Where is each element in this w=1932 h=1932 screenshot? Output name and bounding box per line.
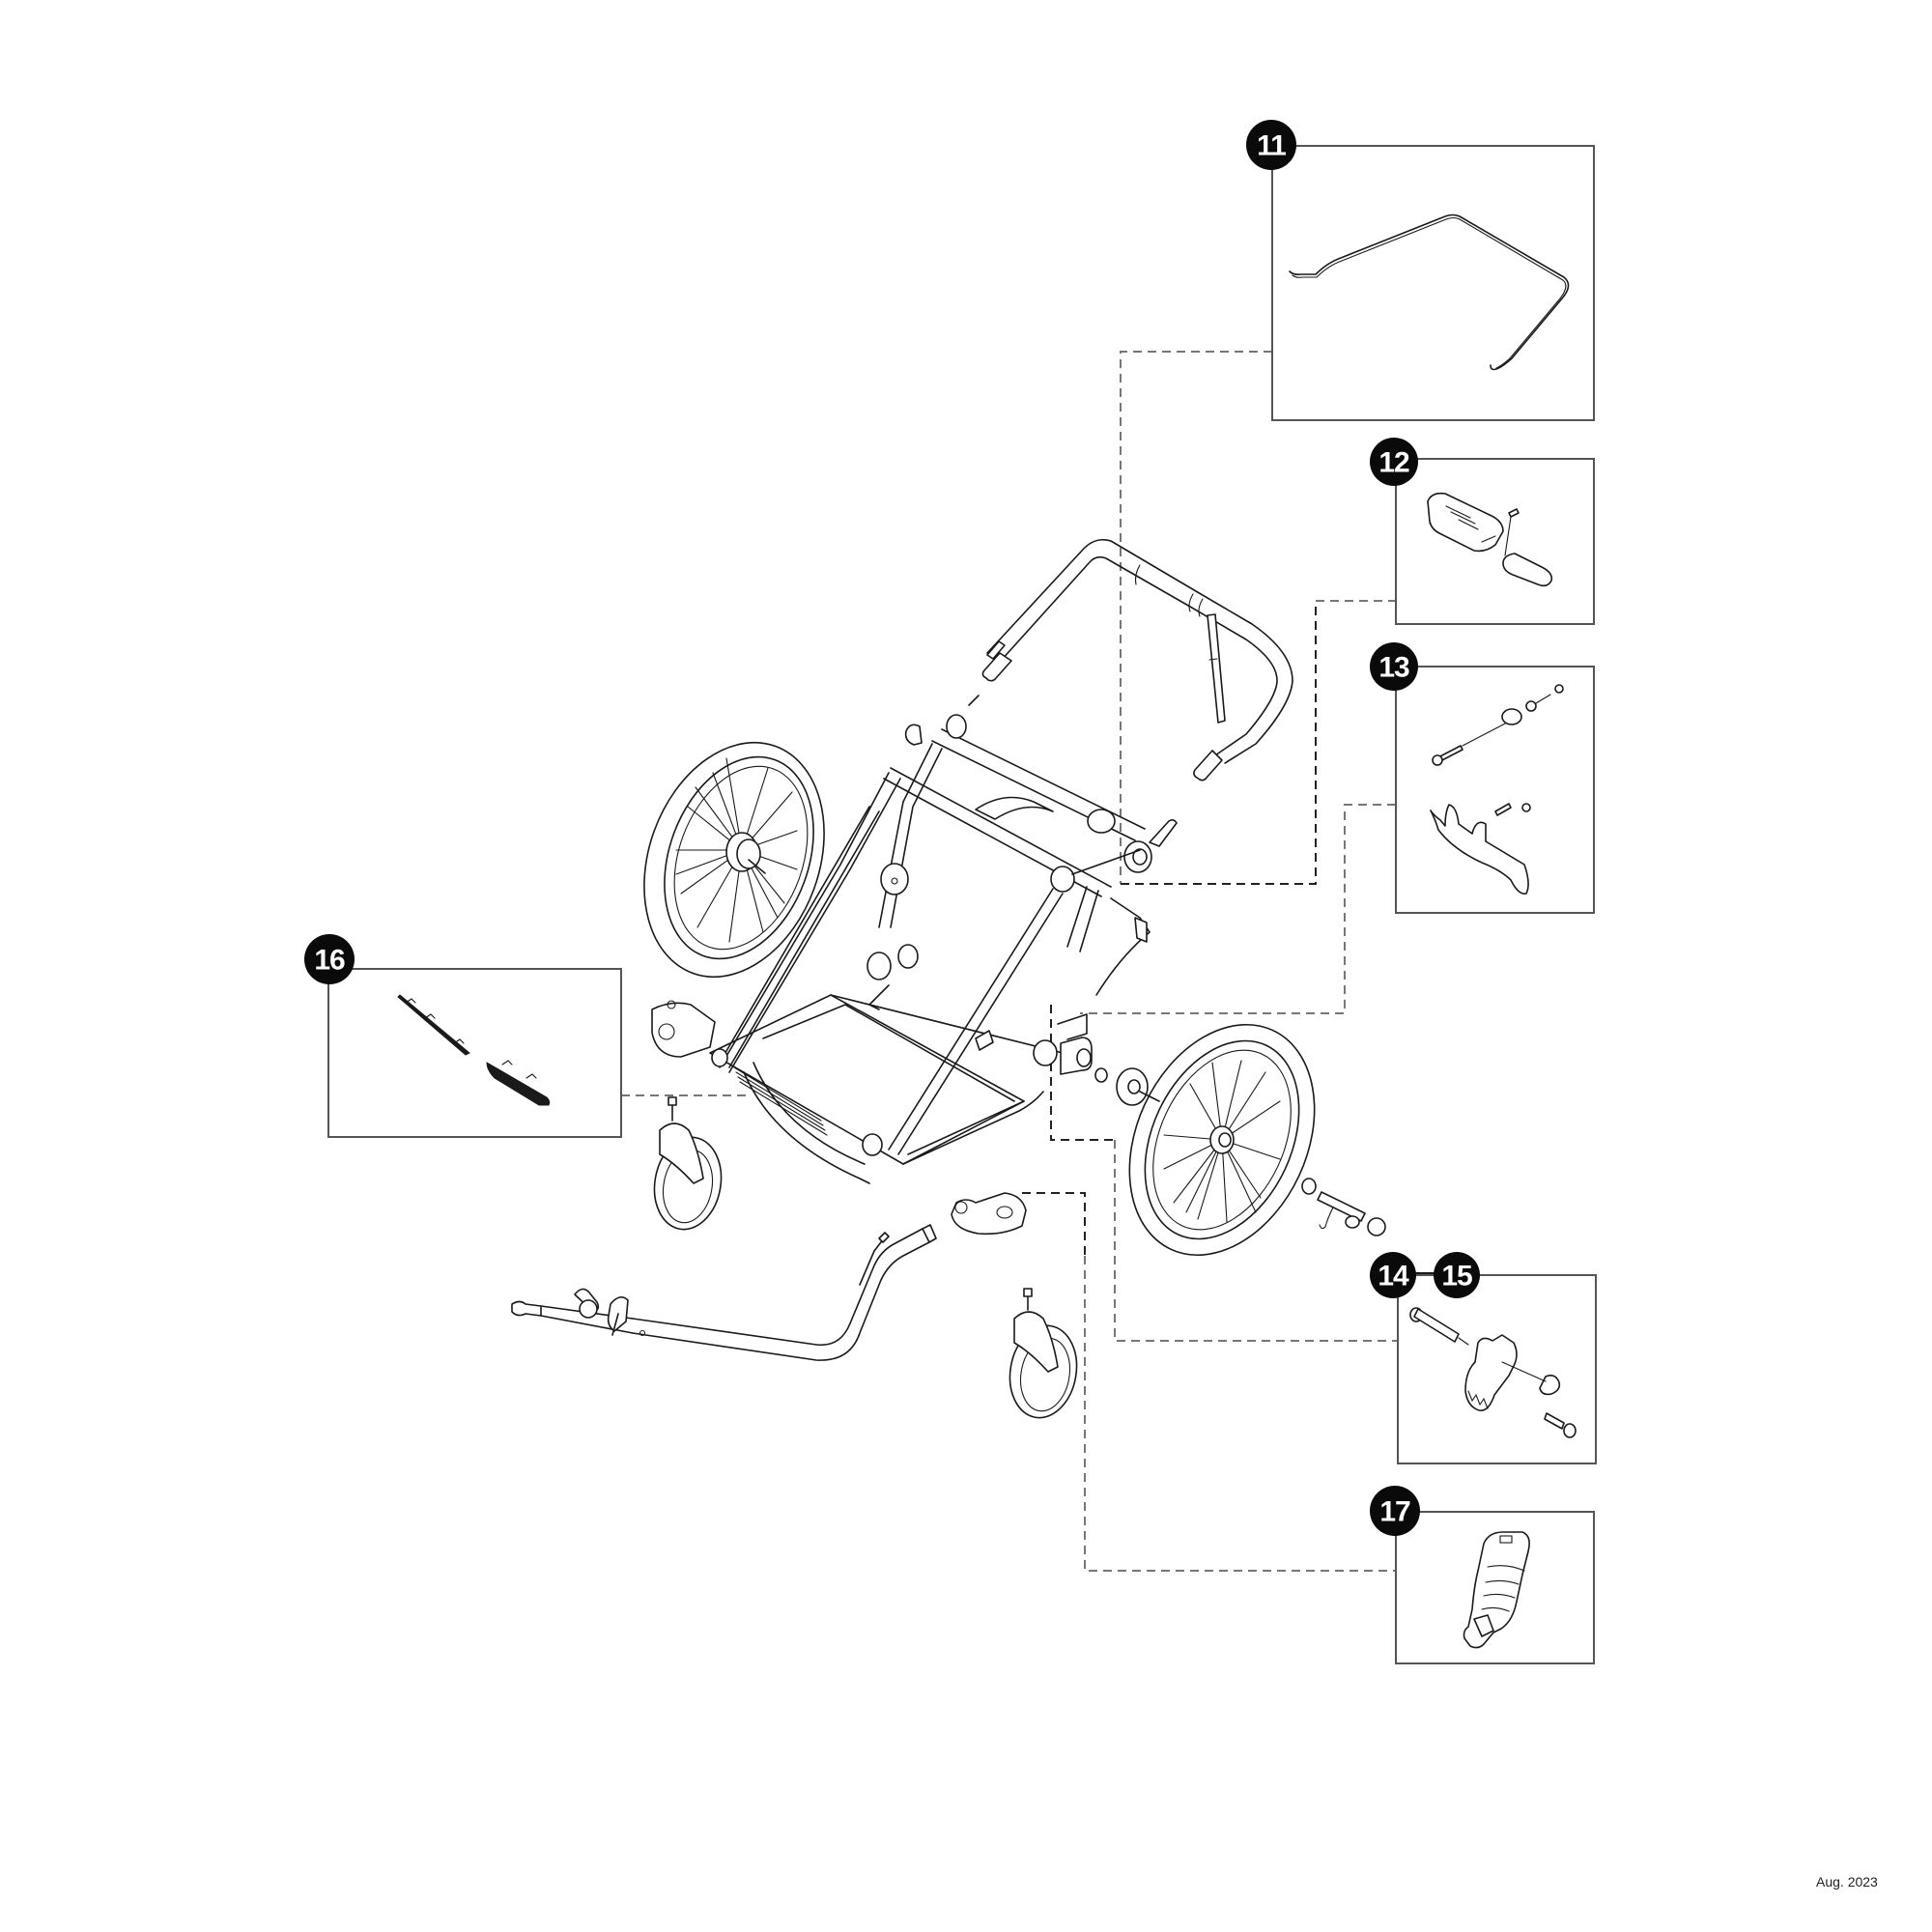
rear-wheel-right <box>1128 1023 1316 1257</box>
badge-13 <box>1370 642 1418 691</box>
badge-11-label: 11 <box>1257 130 1286 162</box>
badge-15-label: 15 <box>1441 1261 1472 1293</box>
quick-release-axle <box>1301 1178 1386 1236</box>
handlebar <box>981 538 1293 781</box>
basket-grille <box>733 1066 828 1136</box>
wire-frame-part <box>1289 213 1570 371</box>
leader-11-lower <box>1121 601 1317 885</box>
side-tubes <box>719 806 1064 1155</box>
caster-wheel-left <box>653 1096 723 1231</box>
callout-box-13 <box>1395 666 1595 914</box>
hitch-clamp-part <box>1409 1307 1577 1438</box>
upper-frame <box>719 695 1178 1073</box>
badge-17-label: 17 <box>1379 1496 1410 1528</box>
leader-13 <box>1080 804 1396 1014</box>
badge-12 <box>1370 438 1418 486</box>
leader-17-upper <box>1022 1192 1086 1256</box>
callout-11: 11 <box>1246 120 1595 421</box>
badge-13-label: 13 <box>1378 652 1409 684</box>
stroller-frame-assembly <box>511 538 1386 1419</box>
brake-block <box>951 1192 1027 1236</box>
leader-17 <box>1084 1256 1396 1572</box>
badge-14-label: 14 <box>1378 1261 1409 1293</box>
badge-14 <box>1370 1252 1416 1298</box>
callout-14-15: 14 15 <box>1370 1252 1597 1464</box>
callout-12: 12 <box>1370 438 1595 625</box>
badge-11 <box>1246 120 1296 170</box>
callout-13: 13 <box>1370 642 1595 914</box>
badge-17 <box>1370 1486 1420 1536</box>
badge-12-label: 12 <box>1378 447 1409 479</box>
rear-axle-parts <box>1060 1037 1160 1106</box>
strap-buckle-part <box>1427 492 1553 587</box>
callout-box-16 <box>327 968 622 1138</box>
rear-wheel-left <box>643 741 825 979</box>
badge-16-label: 16 <box>314 945 345 977</box>
callout-box-11 <box>1271 145 1595 421</box>
leader-lines <box>621 351 1398 1572</box>
reflector-pair-part <box>397 994 551 1106</box>
lower-chassis <box>709 944 1088 1184</box>
tow-bar <box>511 1224 937 1361</box>
badge-16 <box>304 934 355 984</box>
badge-15 <box>1434 1252 1480 1298</box>
callout-17: 17 <box>1370 1486 1595 1664</box>
callout-16: 16 <box>304 934 622 1138</box>
caster-mount-left <box>651 1000 716 1058</box>
revision-date: Aug. 2023 <box>1816 1874 1878 1889</box>
grip-handle-part <box>1463 1531 1530 1649</box>
caster-wheel-right <box>1009 1288 1078 1419</box>
axle-bolt-bracket-part <box>1430 684 1564 895</box>
leader-11 <box>1120 351 1272 884</box>
